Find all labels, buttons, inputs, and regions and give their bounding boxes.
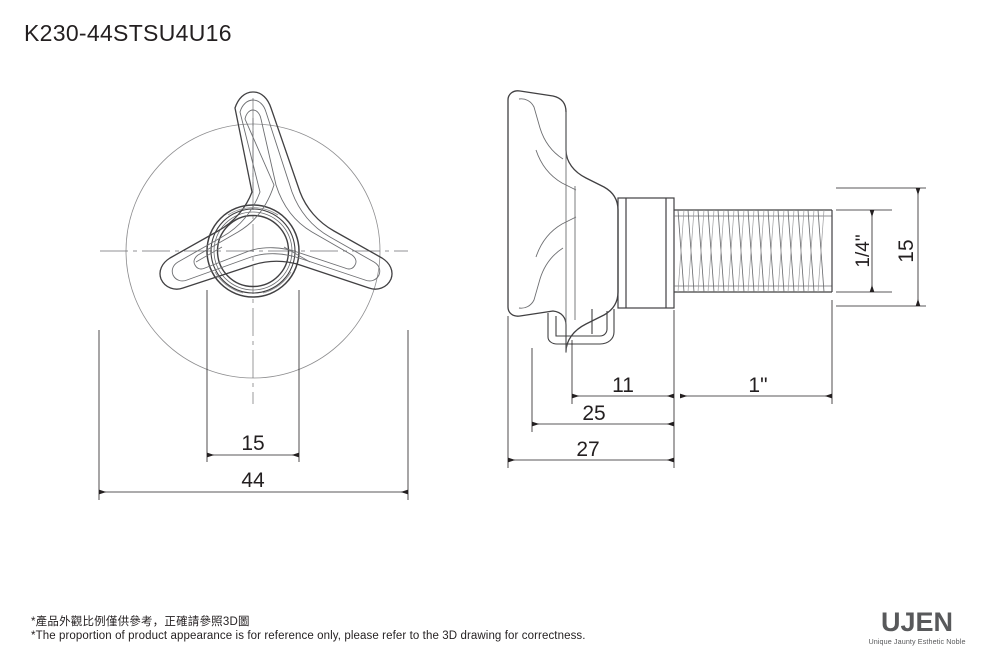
dim-label-thread-size: 1/4" [853,234,874,267]
dimension-thread-length: 1" [680,300,833,404]
footnote-english: *The proportion of product appearance is… [31,630,586,642]
side-view [507,90,833,353]
dim-label-thread-dia: 15 [895,239,918,262]
dimension-thread-dia: 15 [836,187,926,307]
dimension-front-15: 15 [206,290,300,462]
dim-label-side-25: 25 [582,402,605,425]
dimension-front-44: 44 [98,330,409,500]
dimension-side-25: 25 [531,348,675,432]
dimension-thread-quarter: 1/4" [836,209,892,293]
dim-label-front-15: 15 [241,432,264,455]
dimension-side-11: 11 [571,310,675,404]
thread [674,209,833,293]
dimension-side-27: 27 [507,316,675,468]
page-title: K230-44STSU4U16 [24,20,232,46]
dim-label-thread-length: 1" [748,374,767,397]
front-view [100,91,408,404]
dim-label-front-44: 44 [241,469,265,492]
footnote-chinese: *產品外觀比例僅供參考，正確請參照3D圖 [31,616,250,628]
dim-label-side-11: 11 [612,374,634,397]
front-centerlines [100,98,408,404]
logo-tagline: Unique Jaunty Esthetic Noble [868,637,966,646]
dim-label-side-27: 27 [576,438,599,461]
logo-wordmark: UJEN [880,607,954,637]
brand-logo: UJEN Unique Jaunty Esthetic Noble [851,608,983,646]
